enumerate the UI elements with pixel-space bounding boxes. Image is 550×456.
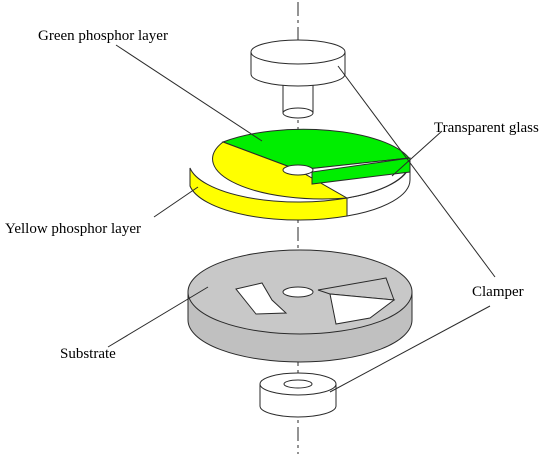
leader-clamper-bottom bbox=[329, 305, 491, 393]
phosphor-disk bbox=[189, 128, 411, 221]
substrate bbox=[187, 249, 413, 363]
label-substrate: Substrate bbox=[60, 346, 116, 362]
bottom-clamper bbox=[259, 372, 337, 418]
leader-clamper-top bbox=[337, 65, 496, 278]
label-transparent-glass: Transparent glass bbox=[434, 120, 539, 136]
label-yellow-phosphor-layer: Yellow phosphor layer bbox=[5, 221, 141, 237]
leader-green-phosphor bbox=[115, 44, 263, 142]
label-clamper: Clamper bbox=[472, 284, 524, 300]
leader-transparent-glass bbox=[391, 130, 443, 177]
leader-substrate bbox=[107, 286, 209, 348]
label-green-phosphor-layer: Green phosphor layer bbox=[38, 28, 168, 44]
leader-yellow-phosphor bbox=[153, 186, 199, 218]
top-clamper bbox=[250, 39, 346, 119]
